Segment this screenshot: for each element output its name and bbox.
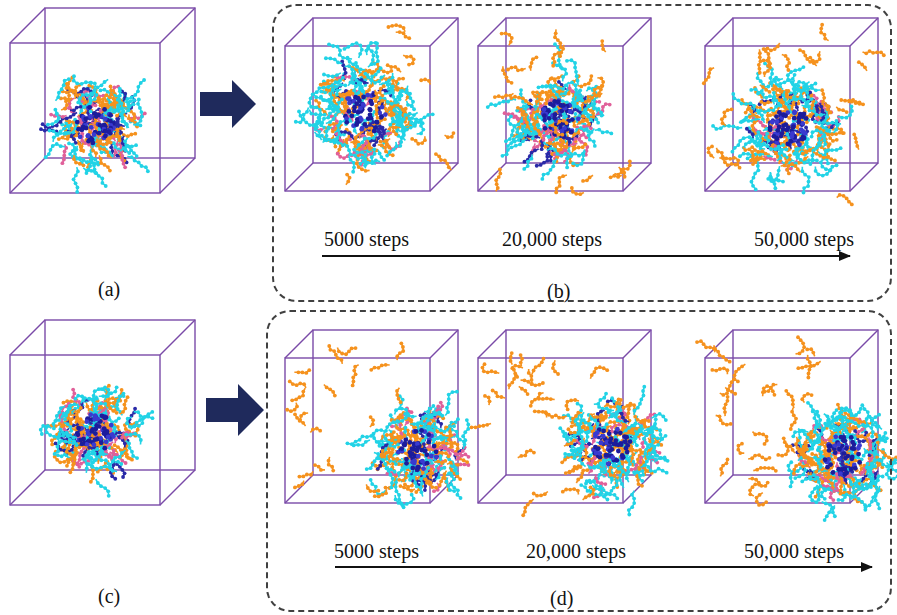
bead: [67, 142, 71, 146]
core-bead: [88, 114, 93, 119]
bead: [57, 137, 61, 141]
bead: [44, 155, 48, 159]
bead: [66, 124, 70, 128]
bead: [94, 103, 98, 107]
box-edge: [10, 8, 45, 43]
core-bead: [94, 114, 99, 119]
bead: [104, 184, 108, 188]
bead: [96, 144, 100, 148]
bead: [59, 120, 63, 124]
bead: [81, 149, 85, 153]
micelle-cluster: [39, 74, 150, 194]
bead: [82, 105, 86, 109]
bead: [99, 88, 103, 92]
core-bead: [89, 125, 94, 130]
core-bead: [108, 118, 113, 123]
bead: [46, 123, 50, 127]
bead: [108, 169, 112, 173]
box-edge: [160, 470, 195, 505]
box-edge: [160, 320, 195, 355]
bead: [49, 113, 53, 117]
bead: [76, 101, 80, 105]
bead: [109, 84, 113, 88]
bead: [134, 143, 138, 147]
core-bead: [78, 134, 83, 139]
bead: [142, 78, 146, 82]
box-edge: [10, 470, 45, 505]
box-edge: [10, 158, 45, 193]
core-bead: [102, 107, 107, 112]
bead: [137, 97, 141, 101]
box-edge: [10, 320, 45, 355]
core-bead: [103, 129, 108, 134]
core-bead: [75, 120, 80, 125]
bead: [121, 110, 125, 114]
bead: [135, 154, 139, 158]
box-edge: [160, 8, 195, 43]
bead: [132, 102, 136, 106]
bead: [39, 127, 43, 131]
bead: [118, 139, 122, 143]
bead: [72, 74, 76, 78]
core-bead: [90, 141, 95, 146]
bead: [75, 190, 79, 194]
bead: [67, 77, 71, 81]
bead: [41, 122, 45, 126]
bead: [89, 110, 93, 114]
bead: [115, 114, 119, 118]
core-bead: [83, 116, 88, 121]
bead: [123, 165, 127, 169]
core-bead: [103, 134, 108, 139]
core-bead: [97, 131, 102, 136]
bead: [127, 151, 131, 155]
bead: [133, 132, 137, 136]
bead: [79, 105, 83, 109]
bead: [105, 93, 109, 97]
bead: [48, 129, 52, 133]
core-bead: [76, 127, 81, 132]
bead: [82, 163, 86, 167]
box-edge: [160, 158, 195, 193]
core-bead: [87, 105, 92, 110]
core-bead: [92, 132, 97, 137]
bead: [146, 169, 150, 173]
bead: [101, 142, 105, 146]
core-bead: [103, 116, 108, 121]
bead: [143, 112, 147, 116]
core-bead: [85, 134, 90, 139]
bead: [109, 107, 113, 111]
bead: [60, 161, 64, 165]
core-bead: [108, 113, 113, 118]
core-bead: [84, 126, 89, 131]
